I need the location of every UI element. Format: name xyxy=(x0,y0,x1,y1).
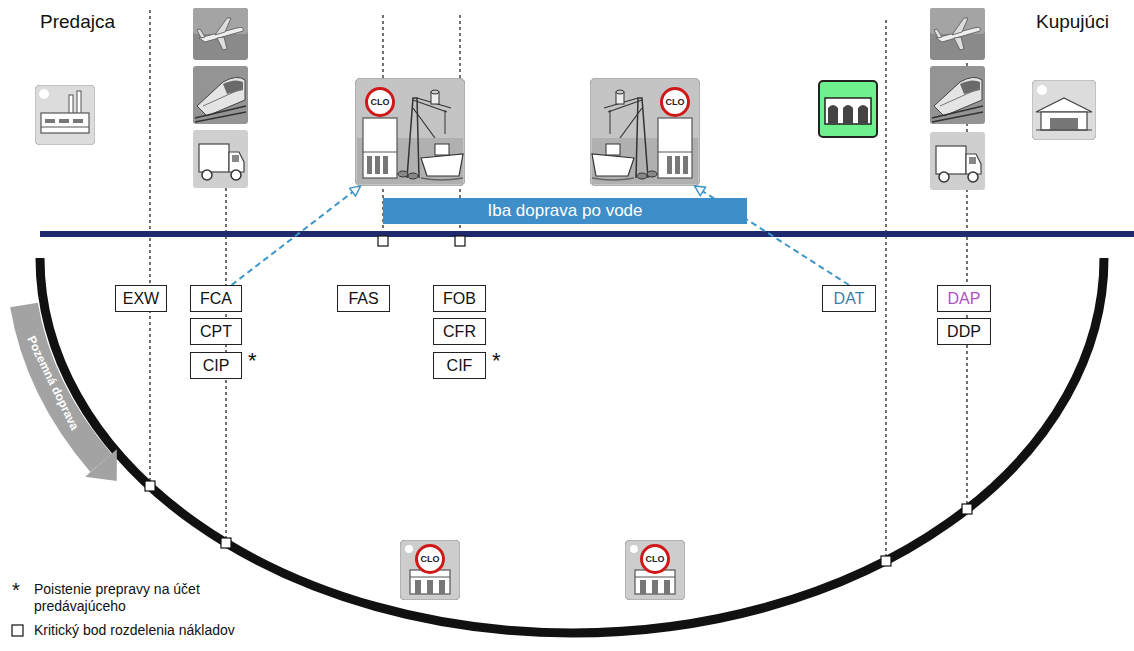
illustration-rect xyxy=(40,231,1134,237)
illustration-use xyxy=(930,66,985,124)
illustration-use xyxy=(355,78,465,186)
illustration-use xyxy=(400,540,460,600)
illustration-use xyxy=(590,78,700,186)
incoterm-box: FOB xyxy=(433,285,486,312)
incoterm-code: FAS xyxy=(348,290,378,308)
illustration-use xyxy=(35,85,95,145)
asterisk-mark: * xyxy=(492,350,501,372)
illustration-use xyxy=(1032,80,1096,140)
incoterm-box: DDP xyxy=(937,318,991,345)
incoterm-code: DAT xyxy=(834,290,865,308)
illustration-rect xyxy=(221,538,231,548)
illustration-path xyxy=(24,305,101,463)
customs-port-icon: CLO xyxy=(590,78,700,186)
incoterm-code: CIP xyxy=(203,357,230,375)
illustration-rect xyxy=(962,504,972,514)
party-label: Kupujúci xyxy=(1036,12,1109,31)
incoterm-box: CPT xyxy=(190,318,242,345)
illustration-use xyxy=(193,130,248,188)
illustration-line xyxy=(149,10,150,481)
legend-entry: Kritický bod rozdelenia nákladov xyxy=(34,622,294,639)
transport-arrow-label: Pozemná doprava xyxy=(25,334,81,432)
incoterm-box: FCA xyxy=(190,285,242,312)
customs-icon: CLO xyxy=(400,540,460,600)
illustration-polygon xyxy=(85,449,132,495)
water-transport-band: Iba doprava po vode xyxy=(383,198,747,224)
customs-sign: CLO xyxy=(365,87,395,117)
customs-sign: CLO xyxy=(660,87,690,117)
asterisk-mark: * xyxy=(248,350,257,372)
dashed-arrow xyxy=(232,186,361,285)
customs-sign: CLO xyxy=(415,544,445,574)
incoterm-code: CIF xyxy=(447,357,473,375)
incoterm-code: CFR xyxy=(443,323,476,341)
incoterm-code: DAP xyxy=(948,290,981,308)
illustration-g xyxy=(150,10,967,556)
illustration-use xyxy=(193,8,248,60)
legend-text: Kritický bod rozdelenia nákladov xyxy=(34,622,235,638)
incoterm-code: EXW xyxy=(123,290,159,308)
illustration-use xyxy=(930,132,985,190)
illustration-rect xyxy=(12,625,23,636)
illustration-rect xyxy=(145,481,155,491)
illustration-line xyxy=(885,20,886,556)
incoterm-code: FOB xyxy=(443,290,476,308)
incoterm-box: CFR xyxy=(433,318,486,345)
illustration-rect xyxy=(455,236,465,246)
legend-text: Poistenie prepravy na účet predávajúceho xyxy=(34,581,200,614)
incoterm-box: DAP xyxy=(937,285,991,312)
party-label: Predajca xyxy=(40,12,115,31)
incoterm-box: CIP xyxy=(190,352,242,379)
illustration-rect xyxy=(378,236,388,246)
customs-port-icon: CLO xyxy=(355,78,465,186)
illustration-use xyxy=(819,81,877,137)
customs-sign: CLO xyxy=(640,544,670,574)
asterisk-mark: * xyxy=(12,580,20,600)
incoterm-box: DAT xyxy=(822,285,876,312)
illustration-path xyxy=(40,258,1104,633)
illustration-g xyxy=(145,236,972,566)
incoterm-box: EXW xyxy=(115,285,167,312)
incoterm-code: CPT xyxy=(200,323,232,341)
incoterm-code: DDP xyxy=(947,323,981,341)
legend-entry: Poistenie prepravy na účet predávajúceho xyxy=(34,581,204,615)
illustration-use xyxy=(193,66,248,124)
illustration-rect xyxy=(881,556,891,566)
incoterm-code: FCA xyxy=(200,290,232,308)
customs-icon: CLO xyxy=(625,540,685,600)
incoterm-box: CIF xyxy=(433,352,486,379)
incoterm-box: FAS xyxy=(337,285,390,312)
illustration-use xyxy=(930,8,985,60)
band-label: Iba doprava po vode xyxy=(487,201,642,221)
illustration-use xyxy=(625,540,685,600)
